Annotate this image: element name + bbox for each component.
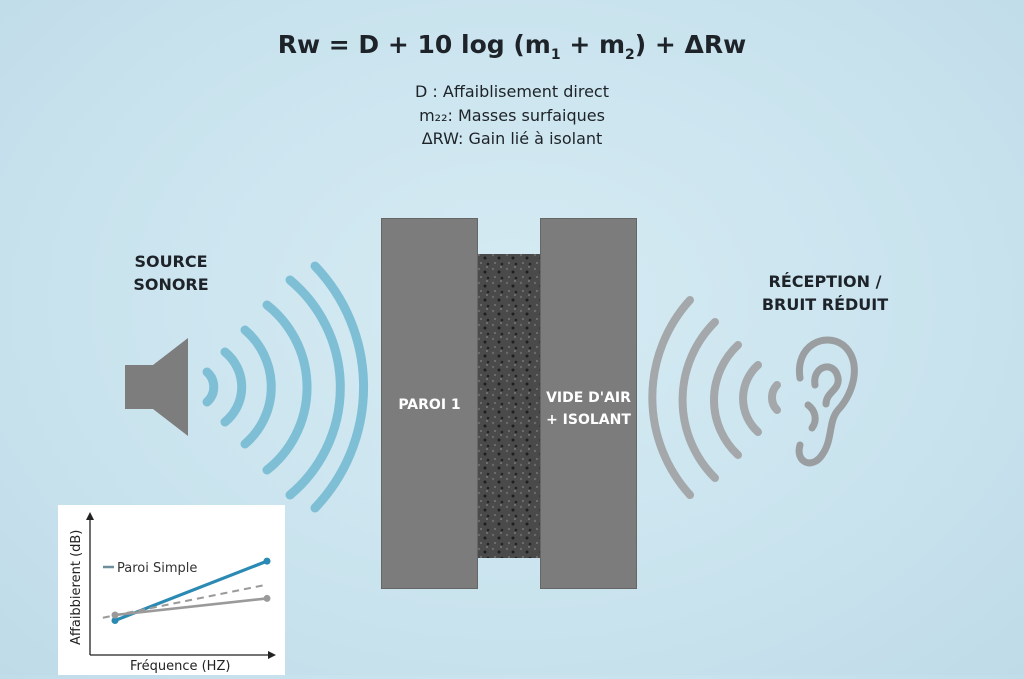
source-label: SOURCE SONORE	[112, 250, 230, 296]
legend-text: : Masses surfaiques	[447, 106, 605, 125]
speaker-icon	[125, 338, 188, 436]
reception-label-line: BRUIT RÉDUIT	[761, 295, 889, 314]
formula-sub: 2	[625, 47, 635, 63]
data-point	[111, 617, 119, 624]
data-point	[263, 557, 271, 565]
legend-entry: Paroi Simple	[117, 561, 197, 576]
frequency-chart: Paroi Simple Affaibbierent (dB) Fréquenc…	[58, 505, 285, 675]
legend-drw: ΔRW: Gain lié à isolant	[0, 127, 1024, 151]
incoming-waves	[202, 261, 368, 513]
y-axis-arrow	[86, 512, 94, 520]
data-point	[263, 594, 271, 602]
cavity-label-line: VIDE D'AIR	[546, 390, 631, 406]
formula-part: ) + ΔRw	[634, 30, 747, 59]
source-label-line: SOURCE	[134, 252, 208, 271]
reception-label: RÉCEPTION / BRUIT RÉDUIT	[750, 270, 900, 316]
formula-part: Rw = D + 10 log (m	[277, 30, 551, 59]
chart-svg: Paroi Simple Affaibbierent (dB) Fréquenc…	[69, 512, 276, 674]
ear-icon	[795, 336, 858, 467]
legend-term: m₂₂	[419, 106, 448, 125]
series-line-dashed-gray	[102, 583, 268, 619]
series-line-solid-gray	[114, 597, 268, 617]
reception-label-line: RÉCEPTION /	[768, 272, 882, 291]
wall-1-label: PAROI 1	[398, 397, 461, 413]
wall-2	[540, 218, 637, 589]
x-axis-label: Fréquence (HZ)	[130, 659, 230, 674]
cavity-label: VIDE D'AIR + ISOLANT	[540, 387, 637, 431]
formula-sub: 1	[550, 47, 561, 63]
insulation	[476, 254, 542, 558]
y-axis-label: Affaibbierent (dB)	[69, 530, 84, 645]
legend-text: : Gain lié à isolant	[458, 129, 603, 148]
legend-term: ΔRW	[421, 129, 458, 148]
formula-part: + m	[560, 30, 626, 59]
legend-m: m₂₂: Masses surfaiques	[0, 104, 1024, 128]
x-axis-arrow	[268, 651, 276, 659]
legend-term: D	[414, 82, 428, 101]
cavity-label-line: + ISOLANT	[546, 412, 631, 428]
source-label-line: SONORE	[133, 275, 209, 294]
outgoing-waves	[648, 296, 781, 499]
formula: Rw = D + 10 log (m1 + m2) + ΔRw	[0, 30, 1024, 63]
legend-d: D : Affaiblisement direct	[0, 80, 1024, 104]
legend-text: : Affaiblisement direct	[427, 82, 609, 101]
wall-1	[381, 218, 478, 589]
